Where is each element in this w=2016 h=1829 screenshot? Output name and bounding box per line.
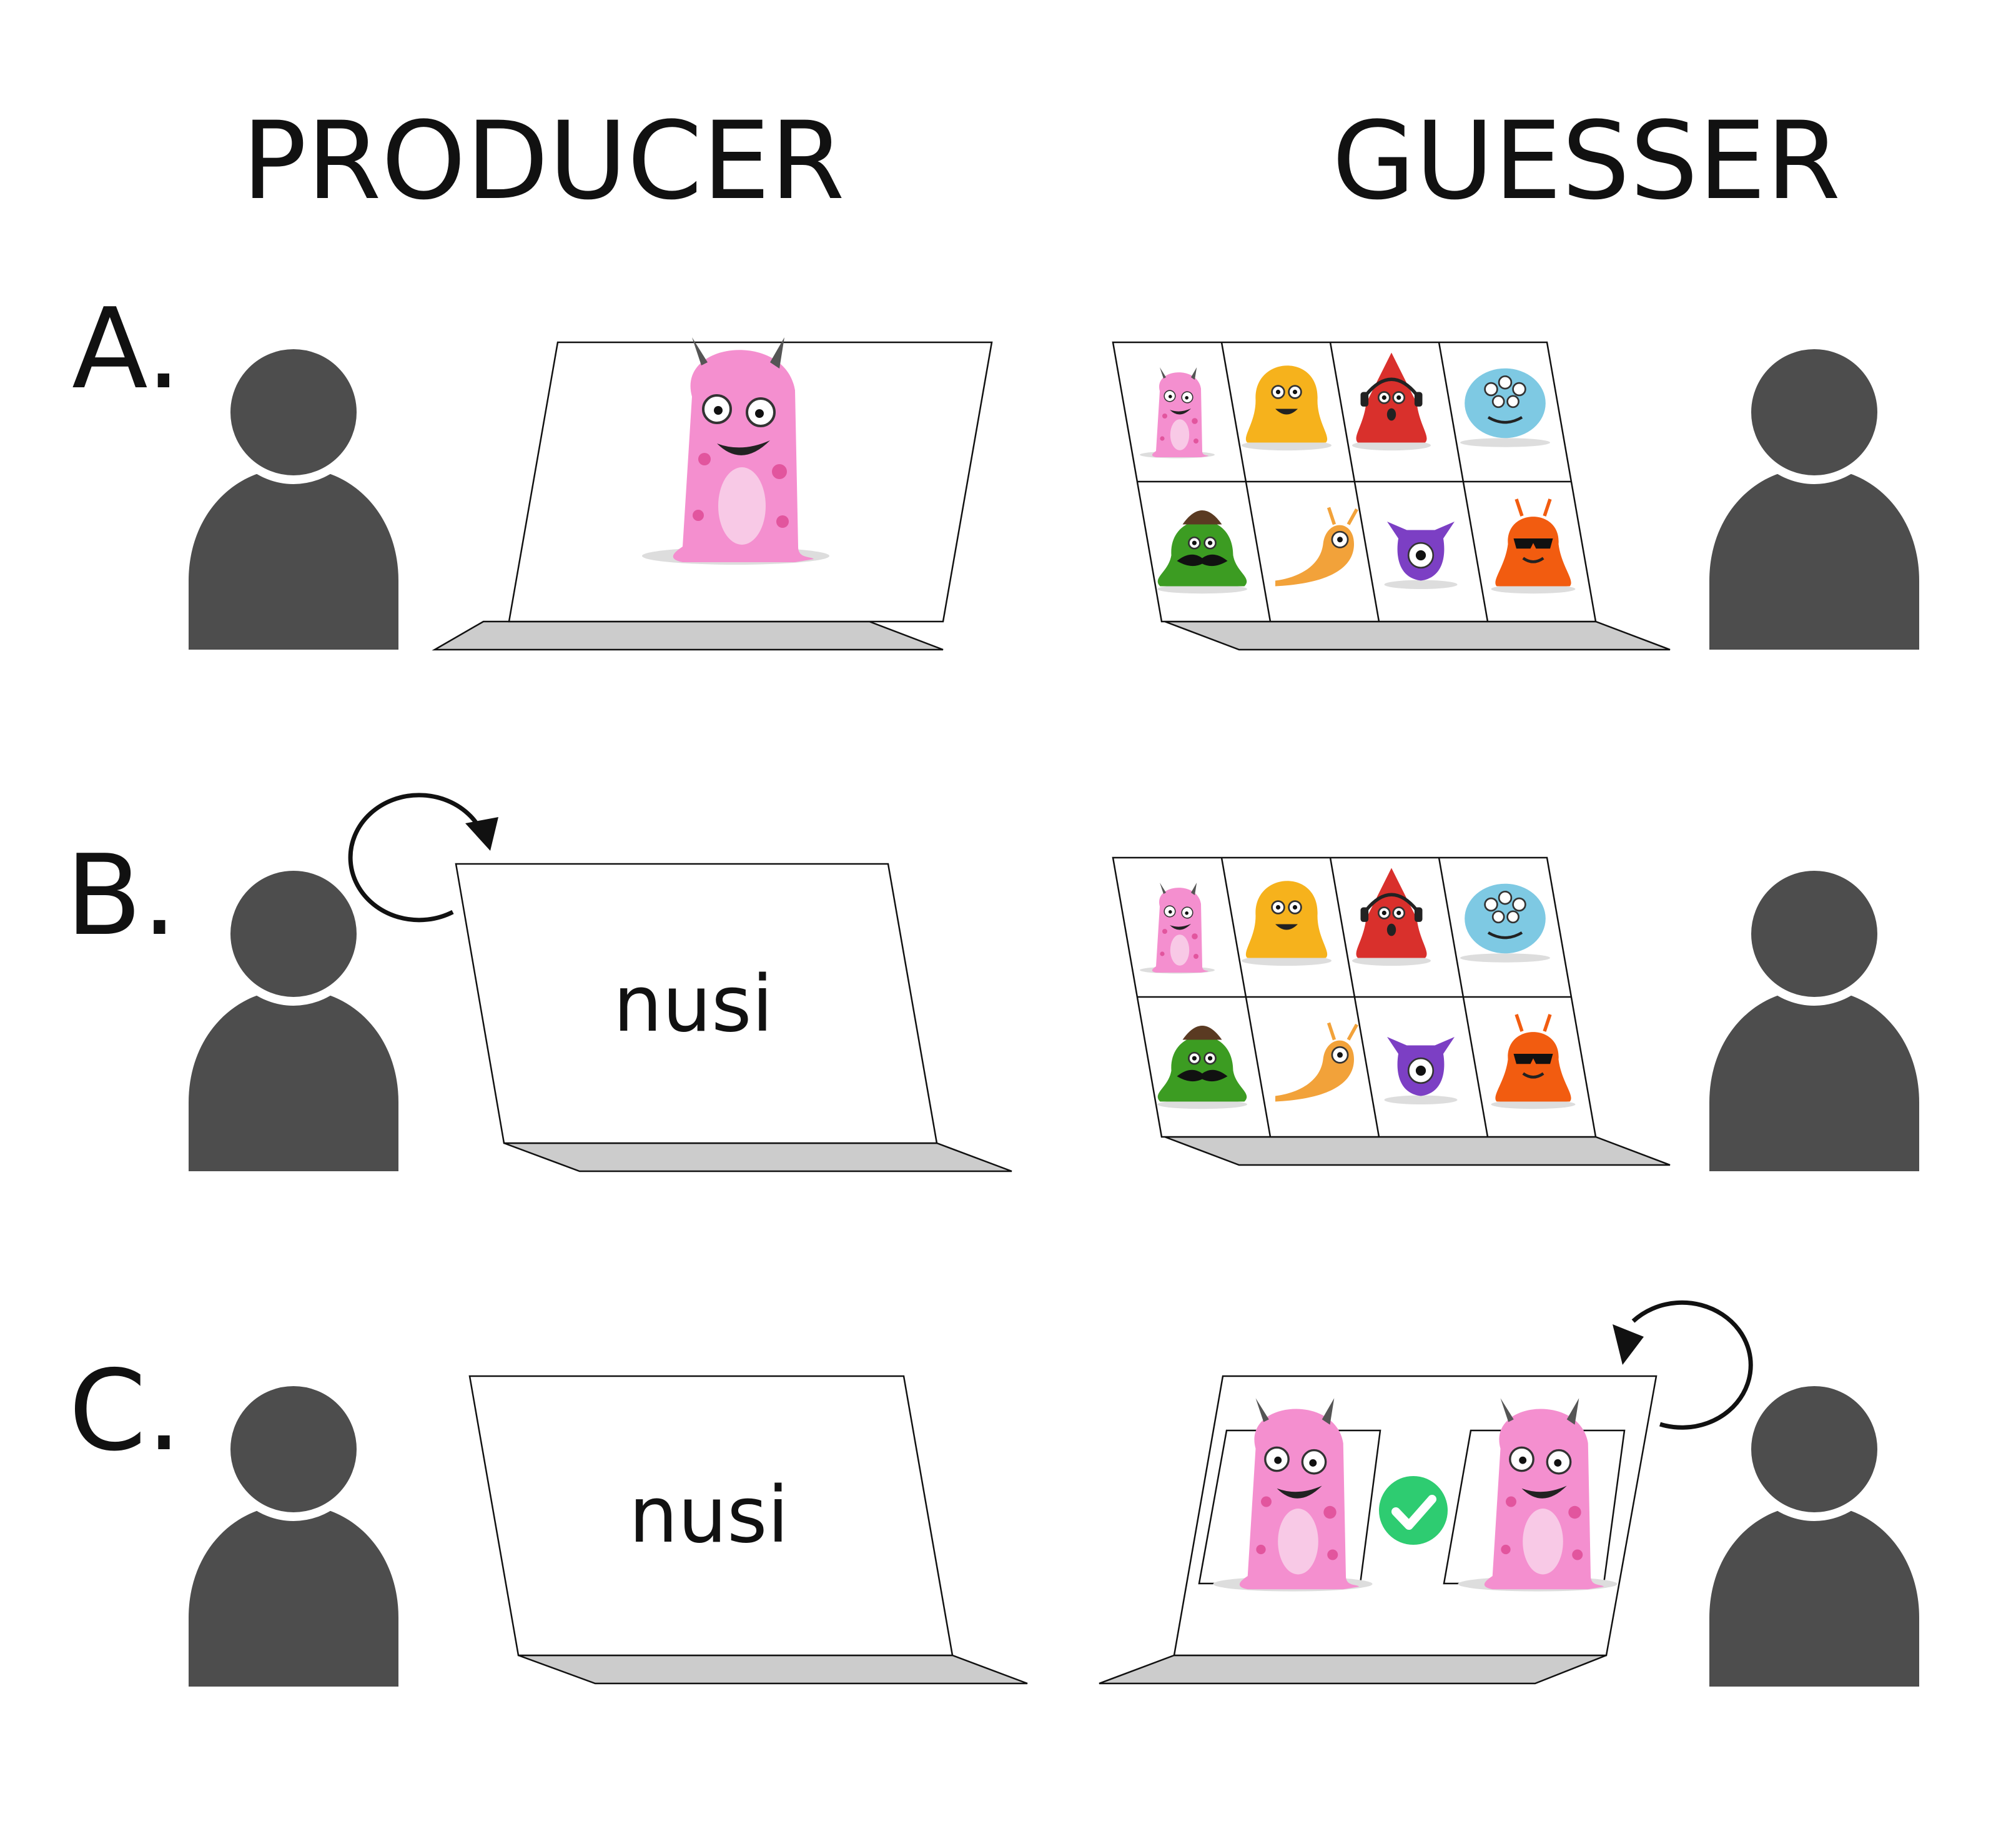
producer-laptop-a [432,336,993,651]
guesser-laptop-c [1099,1375,1658,1685]
producer-laptop-b: nusi [455,863,1012,1172]
producer-word: nusi [613,959,773,1049]
producer-person-icon [189,1382,398,1687]
guesser-person-icon [1709,345,1919,650]
producer-header: PRODUCER [242,98,844,224]
row-label-c: C. [69,1346,182,1475]
producer-laptop-c: nusi [468,1375,1028,1685]
guesser-person-icon [1709,866,1919,1171]
guesser-laptop-b [1112,856,1671,1166]
row-label-a: A. [72,284,181,414]
producer-word: nusi [629,1470,789,1560]
guesser-laptop-a [1112,341,1671,651]
row-label-b: B. [66,831,177,960]
rotate-icon [348,793,498,923]
guesser-header: GUESSER [1332,98,1841,224]
producer-person-icon [189,345,398,650]
guesser-person-icon [1709,1382,1919,1687]
check-icon [1379,1476,1448,1545]
producer-person-icon [189,866,398,1171]
rotate-icon [1613,1300,1753,1430]
